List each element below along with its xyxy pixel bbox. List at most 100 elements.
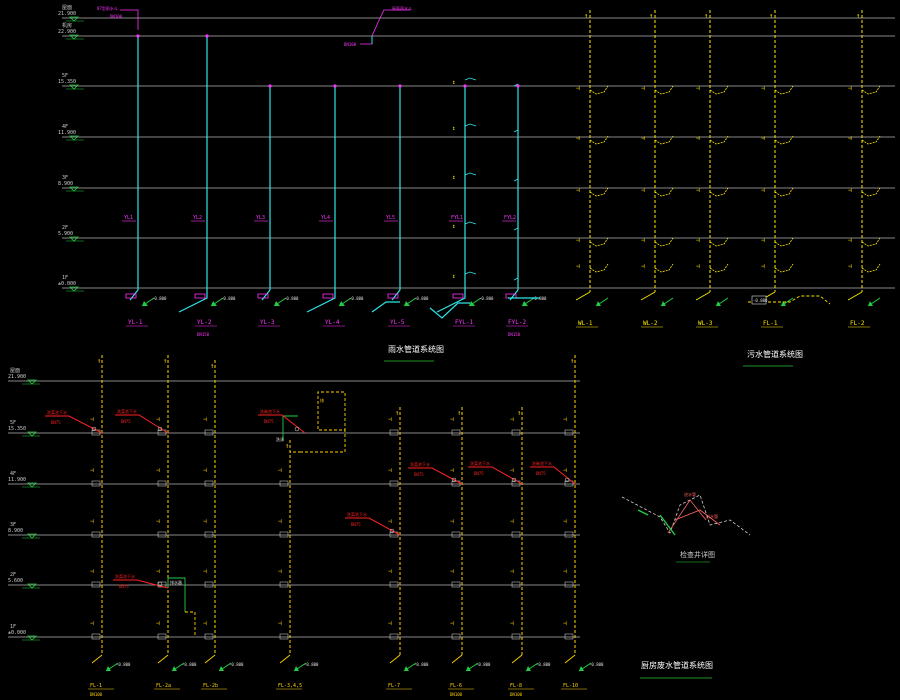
rain-outlet-icon	[136, 34, 140, 38]
cleanout-icon: ⊣	[90, 568, 94, 575]
floor-drain-icon	[91, 531, 101, 538]
vent-cap-icon: ↑	[649, 12, 653, 20]
cleanout-icon: ⊣	[696, 85, 700, 92]
waste-loop	[300, 391, 346, 453]
level-triangle-icon	[27, 533, 37, 539]
cleanout-icon: ⊣	[388, 518, 392, 525]
sewage-branch	[861, 263, 881, 273]
sink-tag-sub: DN75	[351, 522, 361, 527]
floor-name: 3F	[62, 175, 68, 181]
rain-pipe-note: DN150	[197, 332, 210, 337]
sewage-pipe-name: FL-1	[763, 320, 778, 327]
slope-arrow-head-icon	[596, 301, 601, 306]
trap-icon	[91, 426, 97, 432]
cleanout-icon: ⊣	[696, 237, 700, 244]
level-triangle-icon	[69, 135, 79, 141]
floor-elevation: 8.900	[58, 181, 73, 187]
rain-outfall	[391, 289, 401, 301]
floor-drain-icon	[451, 633, 461, 640]
cleanout-icon: ⊣	[90, 518, 94, 525]
floor-drain-icon	[451, 581, 461, 588]
sewage-pipe-name: WL-2	[643, 320, 658, 327]
detail-green-arrow	[637, 509, 649, 516]
floor-drain-icon	[389, 633, 399, 640]
rain-outlet-icon	[516, 84, 520, 88]
sewage-branch	[861, 85, 881, 95]
slope-arrow-head-icon	[142, 301, 148, 306]
sewage-branch	[774, 85, 794, 95]
vent-icon: ↕	[452, 174, 456, 181]
sink-tag-sub: DN75	[536, 471, 546, 476]
floor-drain-icon	[451, 531, 461, 538]
sewage-branch	[589, 187, 609, 197]
cleanout-icon	[387, 293, 399, 299]
floor-elevation: 21.900	[58, 11, 76, 17]
trap-icon	[451, 477, 457, 483]
outfall-elevation: -0.800	[304, 662, 319, 667]
slope-arrow-head-icon	[274, 301, 280, 306]
floor-elevation: 15.350	[8, 426, 26, 432]
red-sink-branch	[45, 415, 103, 434]
kitchen-waste-pipe-system: ↑⊣⊣⊣⊣⊣-0.800FL-1DN100↑⊣⊣⊣⊣⊣-0.800FL-2a↑⊣…	[45, 355, 604, 697]
rain-pipe-name: YL-3	[260, 319, 275, 326]
sewage-pipe-name: WL-3	[698, 320, 713, 327]
sewage-branch	[654, 187, 674, 197]
rain-system-title: 雨水管道系统图	[388, 344, 444, 354]
floor-name: 2F	[62, 225, 68, 231]
waste-outfall	[451, 654, 463, 664]
sink-tag-sub: DN75	[119, 584, 129, 589]
floor-elevation: 5.600	[8, 578, 23, 584]
floor-name: 5F	[62, 73, 68, 79]
floor-elevation: 15.350	[58, 79, 76, 85]
floor-drain-icon	[451, 429, 461, 436]
sink-tag-sub: DN75	[51, 420, 61, 425]
pipe-size-tag: YL1	[124, 215, 133, 221]
pipe-size-tag: FYL1	[451, 215, 463, 221]
sewage-branch	[654, 237, 674, 247]
cleanout-icon: ⊣	[641, 85, 645, 92]
top-floor-levels: 屋面21.900机房22.9005F15.3504F11.9003F8.9002…	[58, 5, 895, 292]
rain-outlet-icon	[205, 34, 209, 38]
misc-tag: 洗涤	[276, 436, 284, 442]
rain-outlet-tag: 87型雨水斗	[97, 5, 118, 11]
cleanout-icon: ⊣	[278, 467, 282, 474]
rain-pipe-name: YL-5	[390, 319, 405, 326]
slope-arrow-head-icon	[716, 301, 721, 306]
floor-drain-icon	[389, 480, 399, 487]
cleanout-icon: ⊣	[641, 263, 645, 270]
floor-drain-icon	[157, 480, 167, 487]
detail-title: 检查井详图	[680, 550, 715, 559]
cleanout-icon: ⊣	[203, 416, 207, 423]
sewage-branch	[709, 85, 729, 95]
level-triangle-icon	[69, 84, 79, 90]
floor-elevation: 8.900	[8, 528, 23, 534]
waste-offset	[289, 440, 300, 453]
floor-elevation: 22.900	[58, 29, 76, 35]
cleanout-icon: ⊣	[576, 263, 580, 270]
cleanout-icon: ⊣	[510, 467, 514, 474]
vent-cap-icon: ↑	[457, 409, 461, 417]
sewage-outfall	[695, 291, 711, 301]
floor-drain-icon	[279, 633, 289, 640]
trap-icon	[294, 426, 300, 432]
cleanout-icon: ⊣	[278, 568, 282, 575]
sink-tag-sub: DN75	[414, 472, 424, 477]
riser-branch	[513, 83, 519, 87]
cleanout-icon: ⊣	[156, 620, 160, 627]
cleanout-icon: ⊣	[848, 85, 852, 92]
sewage-branch	[589, 85, 609, 95]
pipe-size-tag: FYL2	[504, 215, 516, 221]
waste-outfall	[564, 654, 576, 664]
waste-outfall	[204, 654, 216, 664]
sewage-branch	[861, 187, 881, 197]
rain-offset	[371, 301, 400, 313]
cleanout-icon: ⊣	[510, 568, 514, 575]
floor-elevation: 11.900	[8, 477, 26, 483]
rain-outlet-sub: DN100	[110, 14, 123, 19]
vent-cap-icon: ↑	[704, 12, 708, 20]
cleanout-icon: ⊣	[761, 237, 765, 244]
floor-name: 1F	[62, 275, 68, 281]
level-triangle-icon	[27, 431, 37, 437]
riser-fitting	[464, 77, 477, 81]
